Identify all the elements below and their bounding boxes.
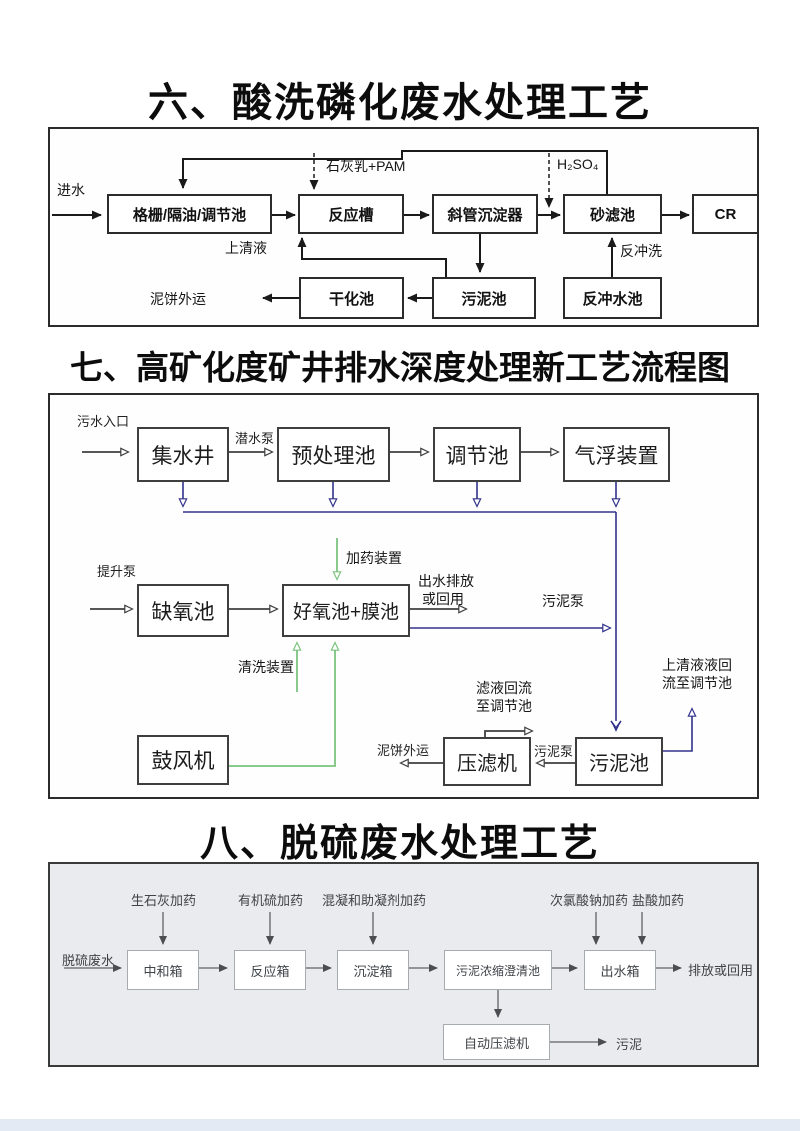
box-reaction-tank: 反应槽 [298, 194, 404, 234]
flow2-green-dosing-lines [229, 538, 337, 767]
box-cr: CR [692, 194, 757, 234]
label-dosing-device: 加药装置 [346, 550, 402, 566]
box-inclined-tube-settler: 斜管沉淀器 [432, 194, 538, 234]
label-lift-pump: 提升泵 [97, 564, 137, 579]
flowchart-desulfurization-wastewater: 中和箱 反应箱 沉淀箱 污泥浓缩澄清池 出水箱 自动压滤机 生石灰加药 有机硫加… [48, 862, 759, 1067]
box-sludge-tank-2: 污泥池 [575, 737, 663, 786]
flowchart-pickling-phosphating: 格栅/隔油/调节池 反应槽 斜管沉淀器 砂滤池 CR 干化池 污泥池 反冲水池 … [48, 127, 759, 327]
box-neutralization-tank: 中和箱 [127, 950, 199, 990]
box-drying-tank: 干化池 [299, 277, 404, 319]
box-aerobic-membrane-tank: 好氧池+膜池 [282, 584, 410, 637]
label-sludge-pump-2: 污泥泵 [534, 744, 574, 759]
label-h2so4-dosing: H₂SO₄ [557, 156, 599, 172]
label-effluent-discharge: 出水排放 [418, 573, 474, 589]
section-7-title: 七、高矿化度矿井排水深度处理新工艺流程图 [70, 349, 730, 386]
label-sludge-pump-1: 污泥泵 [542, 593, 584, 609]
label-or-reuse: 或回用 [422, 591, 464, 607]
flow2-sludge-lines [183, 482, 692, 752]
box-outlet-water-tank: 出水箱 [584, 950, 656, 990]
label-sludge-cake-out-2: 泥饼外运 [377, 743, 430, 758]
label-filtrate-return-1: 滤液回流 [476, 680, 532, 696]
box-sand-filter: 砂滤池 [563, 194, 662, 234]
label-sewage-inlet: 污水入口 [77, 414, 130, 429]
label-washing-device: 清洗装置 [238, 659, 294, 675]
flowchart-mine-drainage-treatment: 集水井 预处理池 调节池 气浮装置 缺氧池 好氧池+膜池 鼓风机 压滤机 污泥池… [48, 393, 759, 799]
box-filter-press: 压滤机 [443, 737, 531, 786]
label-backwash-flow: 反冲洗 [620, 243, 662, 259]
box-air-flotation: 气浮装置 [563, 427, 670, 482]
box-automatic-filter-press: 自动压滤机 [443, 1024, 550, 1060]
box-reaction-tank-3: 反应箱 [234, 950, 306, 990]
label-supernatant: 上清液 [225, 240, 267, 256]
box-sludge-thickening-clarifier: 污泥浓缩澄清池 [444, 950, 552, 990]
box-blower: 鼓风机 [137, 735, 229, 785]
box-regulating-tank: 调节池 [433, 427, 521, 482]
label-sludge-out: 污泥 [616, 1037, 643, 1052]
label-sludge-cake-out: 泥饼外运 [150, 291, 206, 307]
box-anoxic-tank: 缺氧池 [137, 584, 229, 637]
label-lime-pam-dosing: 石灰乳+PAM [326, 158, 406, 174]
box-pretreatment-tank: 预处理池 [277, 427, 390, 482]
label-coagulant-dosing: 混凝和助凝剂加药 [322, 893, 427, 908]
label-sodium-hypochlorite-dosing: 次氯酸钠加药 [550, 893, 629, 908]
label-discharge-or-reuse: 排放或回用 [688, 963, 754, 978]
box-grille-oil-regulating: 格栅/隔油/调节池 [107, 194, 272, 234]
label-supernatant-return-2: 流至调节池 [662, 675, 732, 691]
box-sludge-tank: 污泥池 [432, 277, 536, 319]
label-supernatant-return-1: 上清液液回 [662, 657, 732, 673]
box-sedimentation-tank: 沉淀箱 [337, 950, 409, 990]
section-6-title: 六、酸洗磷化废水处理工艺 [148, 81, 652, 125]
label-hydrochloric-acid-dosing: 盐酸加药 [632, 893, 685, 908]
box-backwash-tank: 反冲水池 [563, 277, 662, 319]
label-submersible-pump: 潜水泵 [235, 431, 275, 446]
bottom-band [0, 1119, 800, 1131]
label-organic-sulfur-dosing: 有机硫加药 [238, 893, 304, 908]
label-filtrate-return-2: 至调节池 [476, 698, 532, 714]
label-desulfurization-wastewater: 脱硫废水 [62, 953, 115, 968]
section-8-title: 八、脱硫废水处理工艺 [199, 823, 600, 865]
label-inlet-water: 进水 [57, 182, 85, 198]
label-quicklime-dosing: 生石灰加药 [131, 893, 197, 908]
box-collection-well: 集水井 [137, 427, 229, 482]
